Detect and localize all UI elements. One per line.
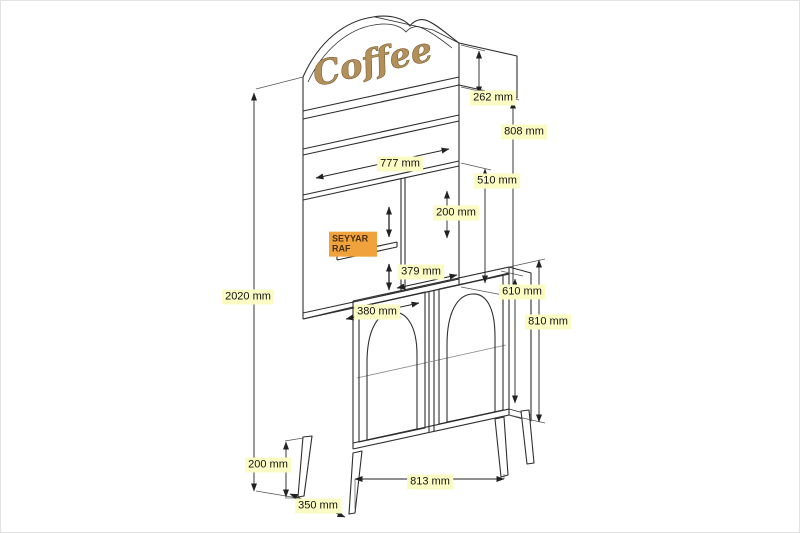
- dim-opening-height-label: 510 mm: [474, 173, 520, 189]
- leg-front-left: [348, 450, 363, 515]
- dim-hutch-height-label: 808 mm: [501, 124, 547, 140]
- dim-leg-height-label: 200 mm: [245, 457, 291, 473]
- dim-inner-width-label: 777 mm: [377, 156, 423, 172]
- dim-top-depth-label: 379 mm: [398, 264, 444, 280]
- right-door: [438, 274, 504, 425]
- left-door-arch-glass: [366, 311, 418, 441]
- dim-base-depth-label: 350 mm: [295, 498, 341, 514]
- sign-panel: [302, 15, 518, 120]
- movable-shelf-tag: SEYYAR RAF: [329, 231, 377, 257]
- base-side-return: [508, 266, 532, 422]
- hutch: [302, 85, 460, 320]
- dim-overall-width-label: 813 mm: [407, 474, 453, 490]
- leg-back-right: [520, 409, 535, 465]
- interior-shelf-line: [356, 344, 507, 379]
- dim-door-height-label: 610 mm: [499, 284, 545, 300]
- dim-sign-height-label: 262 mm: [470, 90, 516, 106]
- dim-overall-height-label: 2020 mm: [222, 289, 274, 305]
- dim-left-section-label: 380 mm: [354, 304, 400, 320]
- legs: [297, 409, 535, 515]
- dim-shelf-range-label: 200 mm: [433, 205, 479, 221]
- right-door-arch-glass: [446, 293, 496, 423]
- leg-back-left: [297, 435, 313, 498]
- leg-front-right: [494, 416, 509, 478]
- dim-line-top-depth: [396, 273, 458, 290]
- dim-base-height-label: 810 mm: [525, 314, 571, 330]
